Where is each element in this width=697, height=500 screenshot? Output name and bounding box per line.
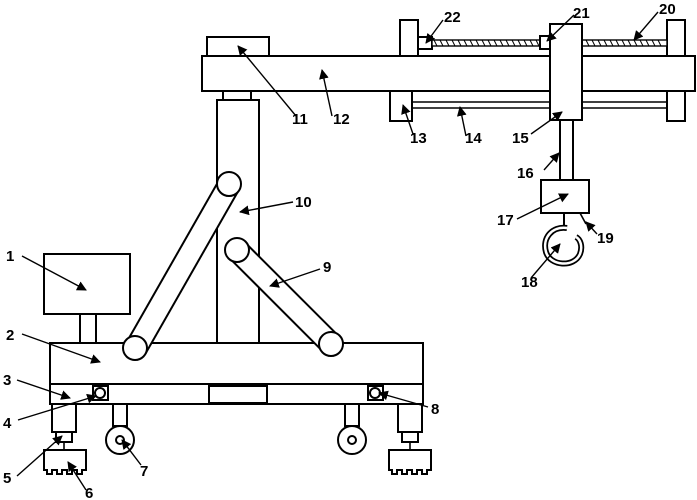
wheel-left (105, 403, 135, 455)
label-3: 3 (3, 372, 11, 389)
right-leg-joint (401, 431, 419, 443)
trolley (549, 23, 583, 121)
label-13: 13 (410, 130, 427, 147)
label-8: 8 (431, 401, 439, 418)
label-14: 14 (465, 130, 482, 147)
screw-end-block-right (666, 19, 686, 57)
label-10: 10 (295, 194, 312, 211)
label-6: 6 (85, 485, 93, 500)
label-22: 22 (444, 9, 461, 26)
right-leg (397, 403, 423, 433)
label-16: 16 (517, 165, 534, 182)
label-15: 15 (512, 130, 529, 147)
hook-latch (579, 212, 587, 225)
center-block (208, 385, 268, 404)
label-11: 11 (292, 111, 308, 128)
label-1: 1 (6, 248, 14, 265)
label-20: 20 (659, 1, 676, 18)
label-18: 18 (521, 274, 538, 291)
small-roller-left (92, 385, 109, 401)
label-17: 17 (497, 212, 514, 229)
label-19: 19 (597, 230, 614, 247)
leader-lines (16, 11, 659, 491)
rail-end-block-left (389, 90, 413, 122)
base-frame (49, 342, 424, 385)
hook (542, 213, 585, 267)
label-9: 9 (323, 259, 331, 276)
vertical-column (216, 99, 260, 344)
hook-block (540, 179, 590, 214)
left-leg-joint (55, 431, 73, 443)
label-5: 5 (3, 470, 11, 487)
label-4: 4 (3, 415, 12, 432)
left-foot-pad (43, 449, 87, 475)
wheel-right (337, 403, 367, 455)
control-box (43, 253, 131, 315)
label-12: 12 (333, 111, 350, 128)
label-7: 7 (140, 463, 148, 480)
rail-end-block-right (666, 90, 686, 122)
label-21: 21 (573, 5, 590, 22)
screw-nut (539, 35, 551, 50)
control-box-stem (79, 313, 97, 344)
screw-end-block-left (399, 19, 419, 57)
support-strut-long (122, 171, 242, 361)
support-strut-short (224, 237, 344, 357)
right-foot-pad (388, 449, 432, 475)
label-2: 2 (6, 327, 14, 344)
horizontal-boom (201, 55, 696, 92)
